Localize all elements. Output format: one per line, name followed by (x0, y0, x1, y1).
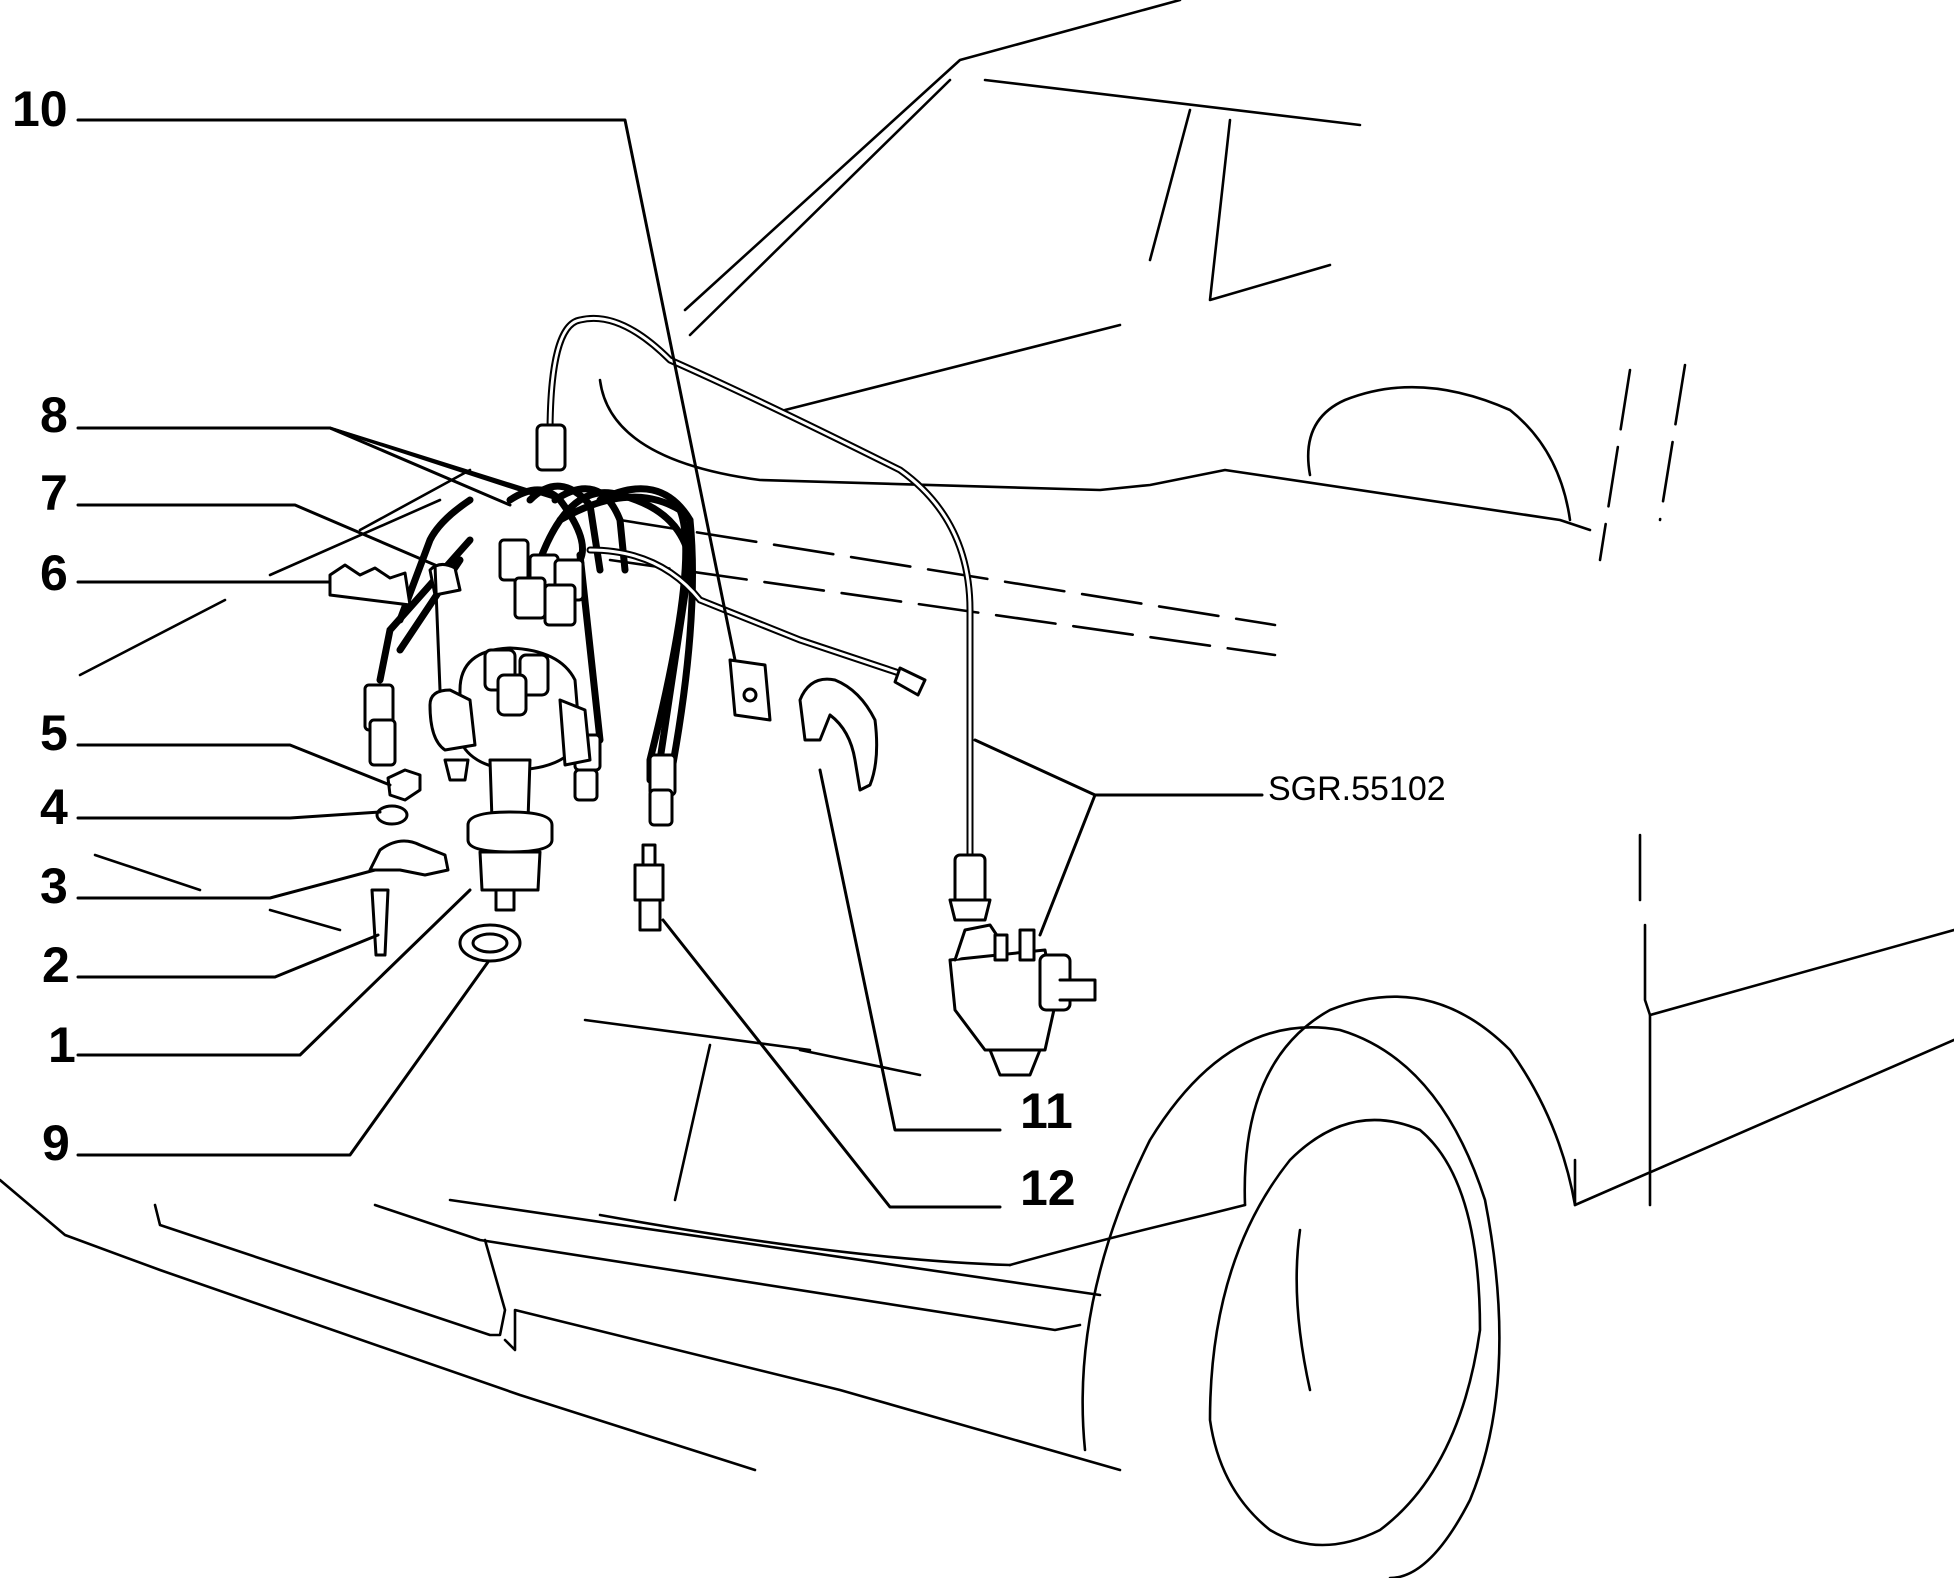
callout-6: 6 (40, 545, 68, 601)
ignition-parts (328, 314, 1097, 1077)
nut (386, 768, 422, 802)
callout-2: 2 (42, 937, 70, 993)
callout-9: 9 (42, 1115, 70, 1171)
rotor-arm (428, 563, 462, 597)
washer (375, 804, 409, 826)
distributor-clamp (368, 839, 450, 877)
callout-10: 10 (12, 81, 68, 137)
callout-3: 3 (40, 858, 68, 914)
leader-lines (76, 118, 1264, 1209)
coil-ht-lead (546, 314, 974, 864)
ignition-coil (948, 923, 1097, 1077)
strap (798, 677, 879, 792)
callout-1: 1 (48, 1017, 76, 1073)
lead-clip (328, 563, 412, 607)
distributor (428, 646, 592, 912)
callout-12: 12 (1020, 1160, 1076, 1216)
callout-5: 5 (40, 705, 68, 761)
callout-11: 11 (1020, 1083, 1073, 1139)
spark-plug (633, 843, 665, 932)
callout-8: 8 (40, 387, 68, 443)
reference-code: SGR.55102 (1268, 770, 1446, 808)
callout-7: 7 (40, 465, 68, 521)
stud (370, 888, 390, 957)
callout-labels: 10 8 7 6 5 4 3 2 1 9 11 12 SGR.55102 (12, 81, 1446, 1216)
callout-4: 4 (40, 779, 68, 835)
